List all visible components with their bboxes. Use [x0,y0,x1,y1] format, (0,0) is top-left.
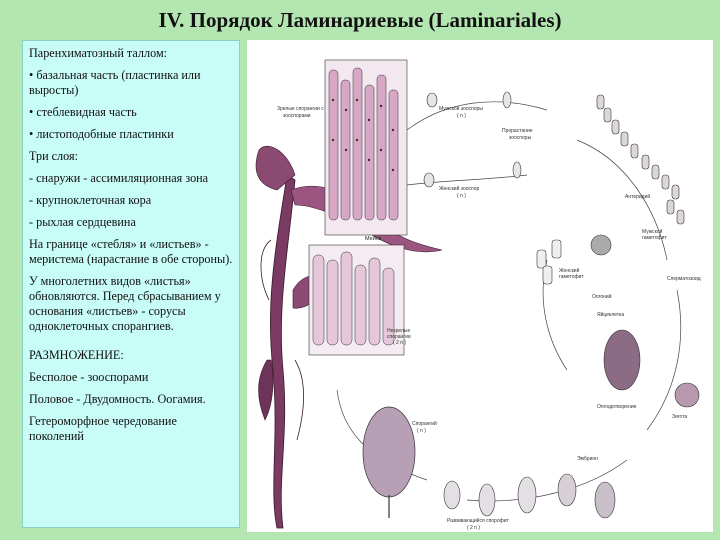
label-female-zoo-n: ( n ) [457,193,466,199]
text-line: • стеблевидная часть [29,105,233,120]
male-gametophyte-illustration: Антеридий Мужской гаметофит [597,95,684,241]
label-male-gametophyte: Мужской [642,228,663,235]
label-embryo: Эмбрион [577,456,598,462]
sporophyte-illustration: Развивающийся спорофит ( 2 n ) Спорангий… [363,407,615,531]
description-panel: Паренхиматозный таллом: • базальная част… [22,40,240,528]
text-line: Бесполое - зооспорами [29,370,233,385]
label-fertilization: Оплодотворение [597,404,637,410]
label-female-gametophyte-2: гаметофит [559,274,584,280]
text-line: - рыхлая сердцевина [29,215,233,230]
young-sporangia-section-illustration: Мейоз Незрелые спорангии ( 2 n ) [309,235,411,355]
label-zoo-young: Зрелые спорангии с [277,106,324,112]
label-young-sporangia-n: ( 2 n ) [393,340,406,346]
text-line: Половое - Двудомность. Оогамия. [29,392,233,407]
text-line: На границе «стебля» и «листьев» - мерист… [29,237,233,267]
label-zoo-young-2: зооспорами [283,113,311,119]
label-meiosis: Мейоз [365,235,382,242]
text-line: • базальная часть (пластинка или выросты… [29,68,233,98]
label-antheridium: Антеридий [625,193,650,200]
label-sporophyte: Развивающийся спорофит [447,517,510,524]
label-male-zoo-n: ( n ) [457,113,466,119]
label-female-gametophyte: Женский [559,267,580,274]
label-egg: Яйцеклетка [597,311,624,318]
page-title: IV. Порядок Ламинариевые (Laminariales) [0,8,720,33]
zygote-illustration: Оплодотворение Зигота [597,330,699,420]
label-sprouting: Прорастание [502,128,533,134]
female-gametophyte-illustration: Женский гаметофит Оогоний Яйцеклетка Спе… [537,235,701,318]
label-spermatozoid: Сперматозоид [667,276,701,282]
text-line: - крупноклеточная кора [29,193,233,208]
label-oogonium: Оогоний [592,293,612,300]
text-line: РАЗМНОЖЕНИЕ: [29,348,233,363]
label-sporophyte-n: ( 2 n ) [467,525,480,531]
label-sporangium: Спорангий [412,420,437,427]
zoospore-illustrations: Мужской зооспоры ( n ) Прорастание зоосп… [424,92,533,199]
label-zygote: Зигота [672,414,687,420]
label-sprouting-2: зооспоры [509,135,532,141]
text-line: Гетероморфное чередование поколений [29,414,233,444]
label-male-zoo: Мужской зооспоры [439,105,483,112]
label-male-gametophyte-2: гаметофит [642,235,667,241]
text-line: Паренхиматозный таллом: [29,46,233,61]
text-line: • листоподобные пластинки [29,127,233,142]
text-line: У многолетних видов «листья» обновляются… [29,274,233,334]
life-cycle-diagram: Зрелые спорангии с зооспорами Мейоз Незр… [247,40,713,532]
sorus-section-illustration: Зрелые спорангии с зооспорами [277,60,407,235]
text-line: Три слоя: [29,149,233,164]
label-female-zoo: Женский зооспор [439,185,480,192]
label-sporangium-n: ( n ) [417,428,426,434]
text-line: - снаружи - ассимиляционная зона [29,171,233,186]
